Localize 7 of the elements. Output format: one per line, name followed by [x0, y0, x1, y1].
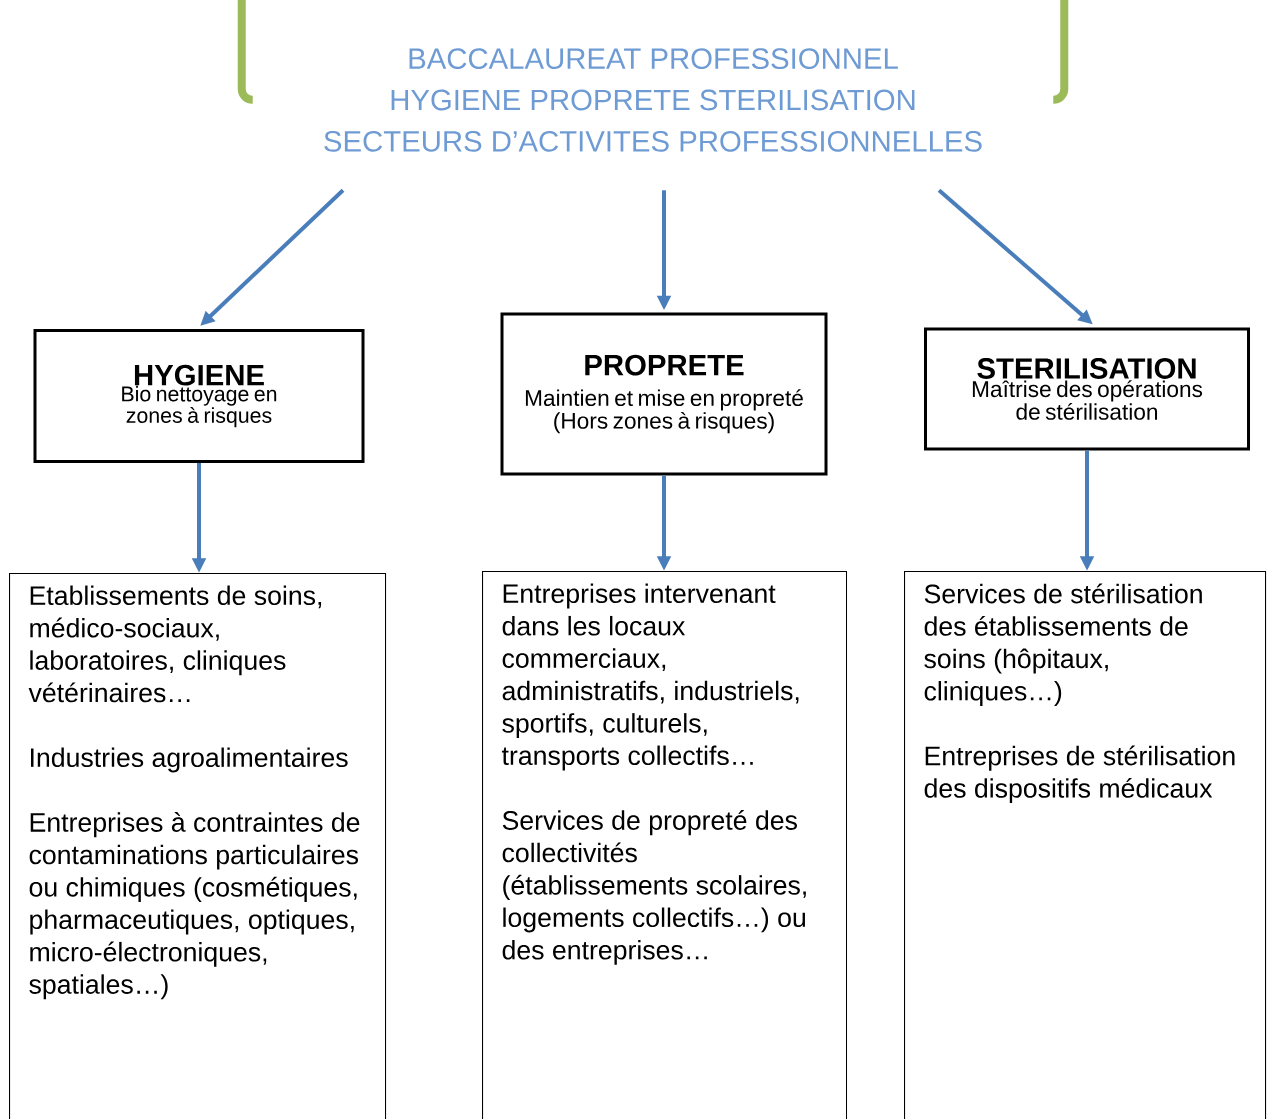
sector-box: Entreprises intervenant dans les locaux commerciaux, administratifs, industriels, sportifs, culturels, transports collectifs… Services de propreté des collectivités (établissements scolaires, logements collectifs…) ou des entreprises… — [482, 571, 848, 1119]
sector-box: Etablissements de soins, médico-sociaux, laboratoires, cliniques vétérinaires… Industries agroalimentaires Entreprises à contraintes de contaminations particulaires ou chimiques (cosmétiques, pharmaceutiques, optiques, micro-électroniques, spatiales…) — [9, 573, 387, 1119]
sector-box: Services de stérilisation des établissements de soins (hôpitaux, cliniques…) Entreprises de stérilisation des dispositifs médicaux — [904, 571, 1267, 1119]
bracketed-title: BACCALAUREAT PROFESSIONNEL HYGIENE PROPRETE STERILISATION SECTEURS D’ACTIVITES PROFESSIONNELLES — [237, 0, 1069, 152]
category-box: HYGIENE Bio nettoyage en zones à risques — [33, 329, 365, 463]
category-box: PROPRETE Maintien et mise en propreté (Hors zones à risques) — [500, 312, 828, 476]
category-box: STERILISATION Maîtrise des opérations de stérilisation — [924, 327, 1250, 451]
